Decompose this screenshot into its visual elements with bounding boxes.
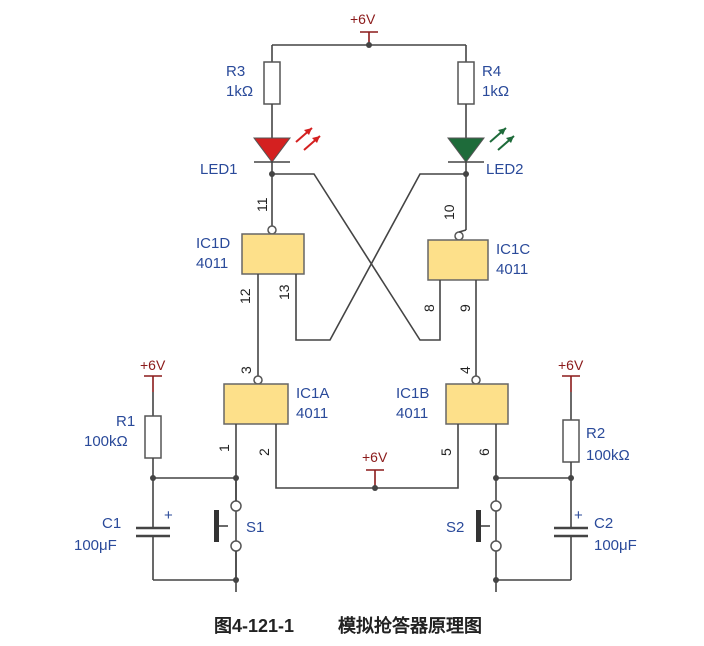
c1-polarity: +: [164, 507, 173, 524]
ic1a-name: IC1A: [296, 385, 329, 402]
figure-title: 模拟抢答器原理图: [338, 615, 482, 636]
s2-label: S2: [446, 519, 464, 536]
ic1c-output-bubble: [454, 231, 464, 241]
r1-name: R1: [116, 413, 135, 430]
s2-plunger: [476, 510, 481, 542]
ic1c-name: IC1C: [496, 241, 530, 258]
c2-value: 100μF: [594, 537, 637, 554]
s1-label: S1: [246, 519, 264, 536]
r2-value: 100kΩ: [586, 447, 630, 464]
cross-wire-out1-to-in8: [272, 173, 441, 341]
led1-symbol: [253, 127, 321, 163]
junction-dot: [493, 475, 499, 481]
ic1b-output-bubble: [471, 375, 481, 385]
ic1d-name: IC1D: [196, 235, 230, 252]
left-supply-label: +6V: [140, 357, 166, 373]
pin-11: 11: [254, 197, 270, 212]
resistor-r3: [263, 61, 281, 105]
pin-9: 9: [457, 304, 473, 312]
wire: [152, 458, 236, 479]
c2-name: C2: [594, 515, 613, 532]
s1-plunger: [214, 510, 219, 542]
gate-ic1c: [427, 239, 489, 281]
gate-ic1a: [223, 383, 289, 425]
gate-ic1d: [241, 233, 305, 275]
gate-ic1b: [445, 383, 509, 425]
pin-1: 1: [216, 444, 232, 452]
ic1b-part: 4011: [396, 405, 428, 422]
led2-symbol: [447, 127, 515, 163]
ic1b-name: IC1B: [396, 385, 429, 402]
r3-name: R3: [226, 63, 245, 80]
pin-13: 13: [276, 284, 292, 300]
c1-value: 100μF: [74, 537, 117, 554]
mid-supply-label: +6V: [362, 449, 388, 465]
c1-name: C1: [102, 515, 121, 532]
mid-bias-wire: [275, 424, 459, 489]
top-supply: +6V: [350, 11, 378, 45]
pin-12: 12: [237, 288, 253, 304]
ic1d-output-bubble: [267, 225, 277, 235]
s2-contact: [490, 500, 502, 512]
right-supply: +6V: [558, 357, 584, 392]
ic1a-part: 4011: [296, 405, 328, 422]
led2-label: LED2: [486, 161, 524, 178]
pin-8: 8: [421, 304, 437, 312]
pin-5: 5: [438, 448, 454, 456]
figure-number: 图4-121-1: [214, 616, 294, 636]
s1-contact: [230, 500, 242, 512]
r2-name: R2: [586, 425, 605, 442]
wire: [496, 462, 572, 479]
c2-polarity: +: [574, 507, 583, 524]
junction-dot: [372, 485, 378, 491]
pin-4: 4: [457, 366, 473, 374]
s1-contact: [230, 540, 242, 552]
led1-label: LED1: [200, 161, 238, 178]
r1-value: 100kΩ: [84, 433, 128, 450]
r4-name: R4: [482, 63, 501, 80]
top-supply-label: +6V: [350, 11, 376, 27]
r3-value: 1kΩ: [226, 83, 253, 100]
cross-wire-out2-to-in13: [295, 173, 466, 341]
resistor-r4: [457, 61, 475, 105]
r4-value: 1kΩ: [482, 83, 509, 100]
resistor-r1: [144, 415, 162, 459]
junction-dot: [366, 42, 372, 48]
ic1d-part: 4011: [196, 255, 228, 272]
right-supply-label: +6V: [558, 357, 584, 373]
wire: [458, 229, 467, 233]
pin-6: 6: [476, 448, 492, 456]
pin-3: 3: [238, 366, 254, 374]
resistor-r2: [562, 419, 580, 463]
pin-10: 10: [441, 204, 457, 220]
s2-contact: [490, 540, 502, 552]
ic1a-output-bubble: [253, 375, 263, 385]
mid-supply: +6V: [362, 449, 388, 488]
pin-2: 2: [256, 448, 272, 456]
left-supply: +6V: [140, 357, 166, 392]
ic1c-part: 4011: [496, 261, 528, 278]
